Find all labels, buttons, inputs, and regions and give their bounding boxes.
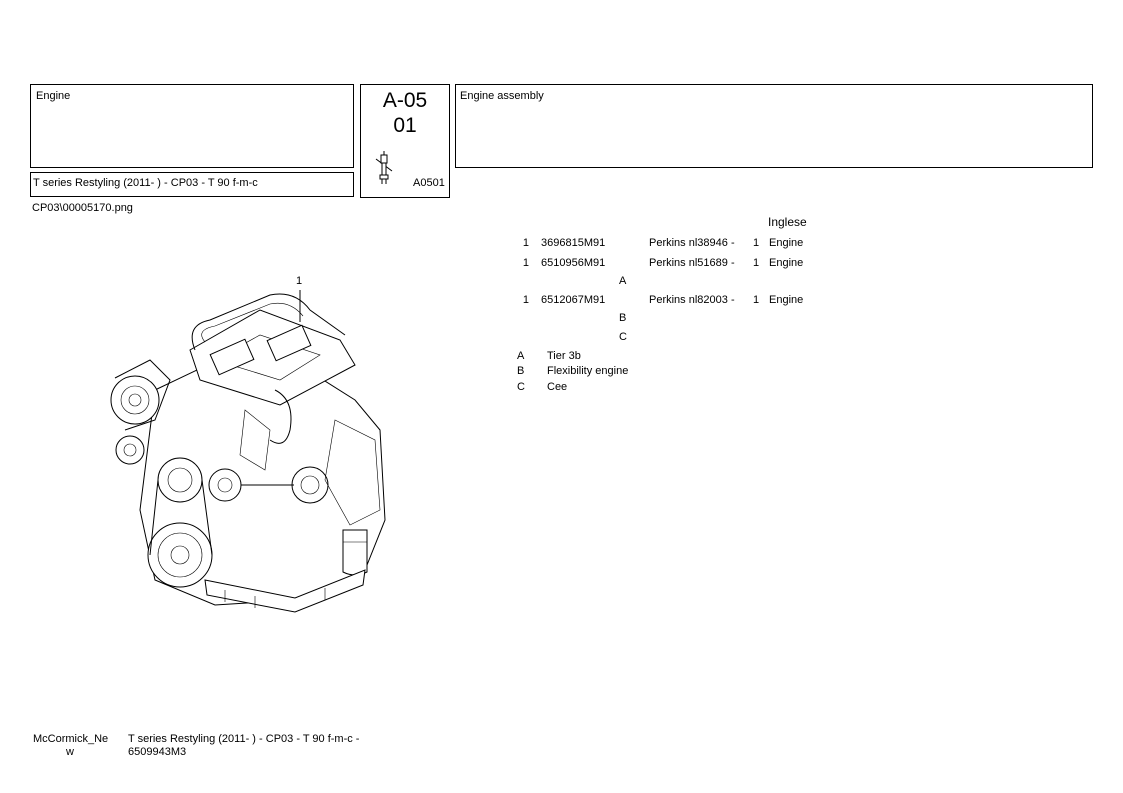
part-number: 3696815M91	[541, 237, 606, 249]
ref-number: 1	[522, 257, 529, 269]
supplier-ref: Perkins nl51689 -	[649, 257, 735, 269]
part-description: Engine	[769, 237, 804, 249]
model-line: T series Restyling (2011- ) - CP03 - T 9…	[33, 177, 258, 189]
footer-model-line2: 6509943M3	[128, 746, 187, 758]
section-code-box: A-05 01 A0501	[360, 84, 450, 198]
legend-text: Flexibility engine	[547, 365, 629, 377]
legend-text: Cee	[547, 381, 568, 393]
supplier-ref: Perkins nl82003 -	[649, 294, 735, 306]
group-title: Engine	[36, 90, 71, 102]
footer-brand-line2: w	[66, 746, 74, 758]
quantity: 1	[753, 294, 760, 306]
footer-brand-line1: McCormick_Ne	[33, 733, 109, 745]
section-code-line2: 01	[393, 114, 417, 137]
callout-number: 1	[296, 275, 303, 287]
variant-note: B	[619, 312, 627, 324]
ref-number: 1	[522, 237, 529, 249]
part-number: 6510956M91	[541, 257, 606, 269]
part-description: Engine	[769, 294, 804, 306]
quantity: 1	[753, 237, 760, 249]
model-line-box: T series Restyling (2011- ) - CP03 - T 9…	[30, 172, 354, 197]
part-number: 6512067M91	[541, 294, 606, 306]
image-filename: CP03\00005170.png	[32, 202, 133, 214]
ref-number: 1	[522, 294, 529, 306]
wrench-icon	[375, 151, 393, 184]
section-code-line1: A-05	[382, 89, 428, 112]
description: Engine assembly	[460, 90, 544, 102]
supplier-ref: Perkins nl38946 -	[649, 237, 735, 249]
description-box: Engine assembly	[455, 84, 1093, 168]
legend-text: Tier 3b	[547, 350, 581, 362]
group-title-box: Engine	[30, 84, 354, 168]
legend-key: A	[517, 350, 525, 362]
language-header: Inglese	[768, 215, 807, 229]
legend-key: B	[517, 365, 525, 377]
section-code-small: A0501	[413, 177, 445, 189]
variant-note: C	[619, 331, 627, 343]
footer-model-line1: T series Restyling (2011- ) - CP03 - T 9…	[128, 733, 360, 745]
engine-illustration	[110, 290, 386, 613]
variant-note: A	[619, 275, 627, 287]
quantity: 1	[753, 257, 760, 269]
legend-key: C	[517, 381, 525, 393]
part-description: Engine	[769, 257, 804, 269]
